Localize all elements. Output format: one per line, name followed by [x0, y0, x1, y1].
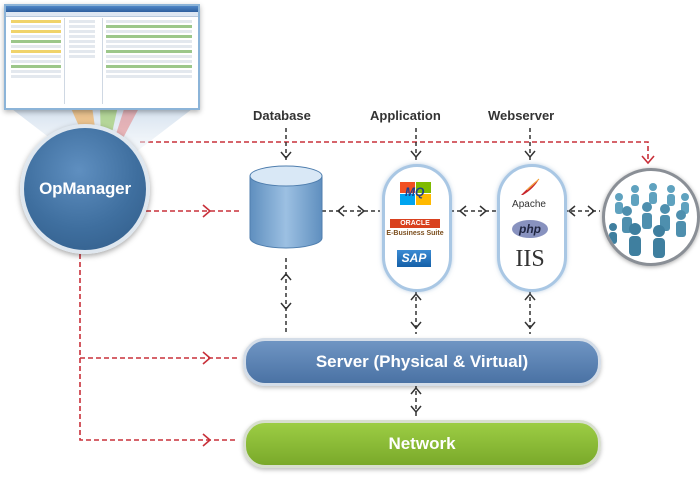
link-opm-to-users: [140, 141, 649, 160]
opmanager-dashboard-screenshot: [4, 4, 200, 110]
link-opm-to-network: [79, 246, 238, 441]
server-layer-bar: Server (Physical & Virtual): [243, 338, 601, 386]
iis-logo: IIS: [515, 246, 545, 272]
arrow-database: [202, 204, 212, 218]
server-label: Server (Physical & Virtual): [315, 352, 529, 371]
oracle-logo: ORACLE: [390, 219, 440, 228]
database-header: Database: [253, 108, 311, 123]
php-logo: php: [512, 220, 548, 238]
network-label: Network: [388, 434, 456, 453]
opmanager-node: OpManager: [20, 124, 150, 254]
end-users-node: [602, 168, 700, 266]
arrow-server: [202, 351, 212, 365]
ebs-logo: E-Business Suite: [386, 230, 444, 237]
sap-logo: SAP: [397, 250, 431, 267]
application-header: Application: [370, 108, 441, 123]
network-layer-bar: Network: [243, 420, 601, 468]
arrow-users: [641, 155, 655, 165]
users-group-icon: [609, 183, 689, 258]
webserver-header: Webserver: [488, 108, 555, 123]
opmanager-label: OpManager: [39, 179, 131, 198]
mq-logo: MQ: [398, 180, 434, 206]
mq-icon: [400, 182, 431, 205]
arrow-network: [202, 433, 212, 447]
apache-feather-icon: [518, 178, 542, 196]
apache-logo: Apache: [512, 199, 546, 210]
database-icon: [249, 165, 323, 249]
